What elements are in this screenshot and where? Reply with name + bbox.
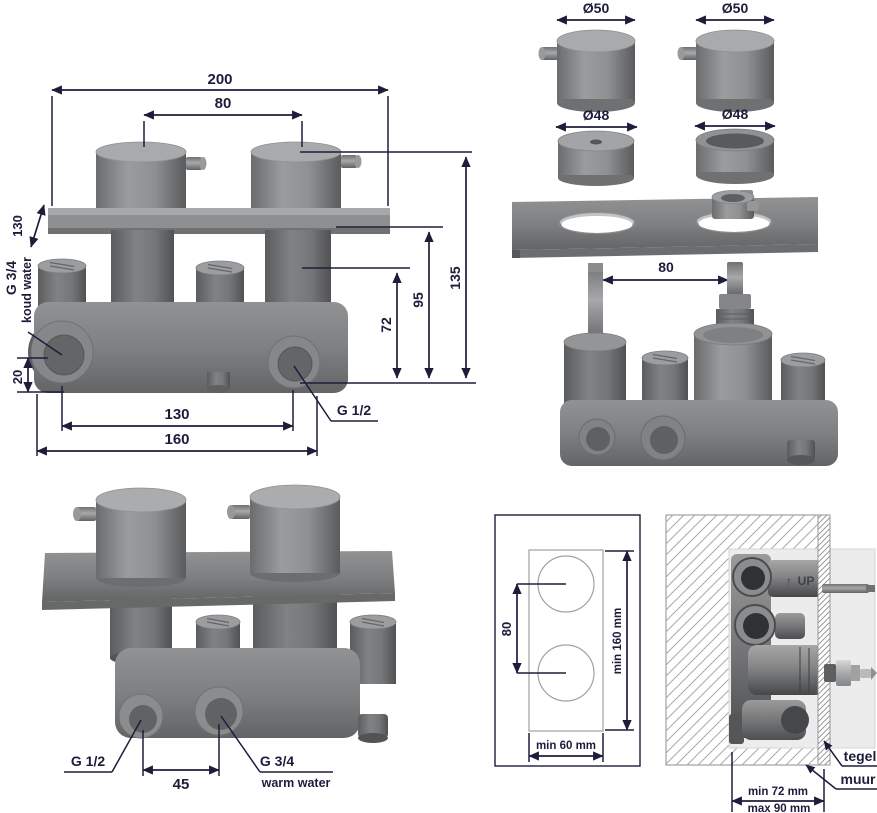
valve-body-iso: 80	[560, 259, 838, 466]
dim-stem-spacing: 80	[658, 259, 674, 275]
dim-ring-right-diameter: Ø48	[722, 106, 749, 122]
label-cold-water: koud water	[20, 257, 34, 323]
dim-cap-right-diameter: Ø50	[722, 0, 749, 16]
label-outlet-iso: G 1/2	[71, 753, 105, 769]
cover-plate-iso	[512, 190, 818, 258]
label-outlet: G 1/2	[337, 402, 371, 418]
cover-plate-assembled	[42, 551, 395, 602]
label-hot-water: warm water	[261, 776, 331, 790]
dim-min-width: min 60 mm	[536, 740, 596, 752]
trim-ring-left: Ø48	[555, 107, 638, 186]
trim-ring-right: Ø48	[694, 106, 776, 184]
label-hot-water-size: G 3/4	[260, 753, 294, 769]
assembled-handle-left	[73, 487, 187, 587]
assembled-handle-right	[227, 484, 341, 582]
recess-cutout	[528, 549, 604, 732]
dim-cap-left-diameter: Ø50	[583, 0, 610, 16]
dim-min-height: min 160 mm	[612, 608, 624, 674]
dim-port-spacing: 130	[164, 406, 189, 423]
exploded-view: Ø50 Ø50 Ø48	[512, 0, 838, 466]
front-view-body	[28, 230, 348, 393]
install-side-diagram: ↑ UP tegel muur	[665, 514, 877, 813]
embedded-valve: ↑ UP	[729, 554, 824, 744]
label-cold-water-size: G 3/4	[3, 261, 19, 295]
dim-height-body: 72	[378, 317, 394, 333]
assembled-labels: G 1/2 45 G 3/4 warm water	[64, 715, 333, 793]
label-wall: muur	[841, 771, 877, 787]
dim-plate-height: 130	[10, 215, 25, 237]
up-marking: UP	[798, 574, 815, 588]
dim-iso-port-spacing: 45	[173, 776, 190, 793]
dim-ring-left-diameter: Ø48	[583, 107, 610, 123]
dim-height-total: 135	[447, 266, 463, 290]
install-front-diagram: 80 min 160 mm min 60 mm	[494, 514, 641, 767]
front-view-plate	[48, 208, 390, 234]
dim-overall-width: 200	[207, 71, 232, 88]
valve-stem-left	[588, 263, 603, 345]
protruding-stems	[822, 584, 877, 686]
assembled-body	[115, 614, 397, 743]
cartridge-body	[748, 645, 824, 695]
dim-depth-min: min 72 mm	[748, 786, 808, 798]
handle-pin-right	[341, 155, 357, 168]
dim-hole-spacing: 80	[499, 622, 514, 636]
handle-cap-right: Ø50	[677, 0, 775, 112]
handle-pin-left	[186, 157, 202, 170]
dim-body-width: 160	[164, 431, 189, 448]
dim-handle-spacing: 80	[215, 95, 232, 112]
up-arrow-marking: ↑	[786, 574, 792, 588]
dim-depth-max: max 90 mm	[748, 803, 811, 813]
dim-height-plate: 95	[410, 292, 426, 308]
valve-stem-right	[727, 262, 743, 296]
front-view: 200 80 130 135 95 72 20 1	[3, 71, 476, 456]
handle-cap-left: Ø50	[538, 0, 636, 112]
up-port-body	[768, 560, 822, 597]
front-view-handles	[95, 141, 362, 214]
front-view-dimensions: 200 80 130 135 95 72 20 1	[3, 71, 476, 456]
dim-port-offset: 20	[10, 370, 25, 384]
assembled-view: G 1/2 45 G 3/4 warm water	[42, 484, 397, 793]
install-side-labels: tegel muur min 72 mm max 90 mm	[731, 740, 877, 813]
label-tile: tegel	[844, 748, 877, 764]
